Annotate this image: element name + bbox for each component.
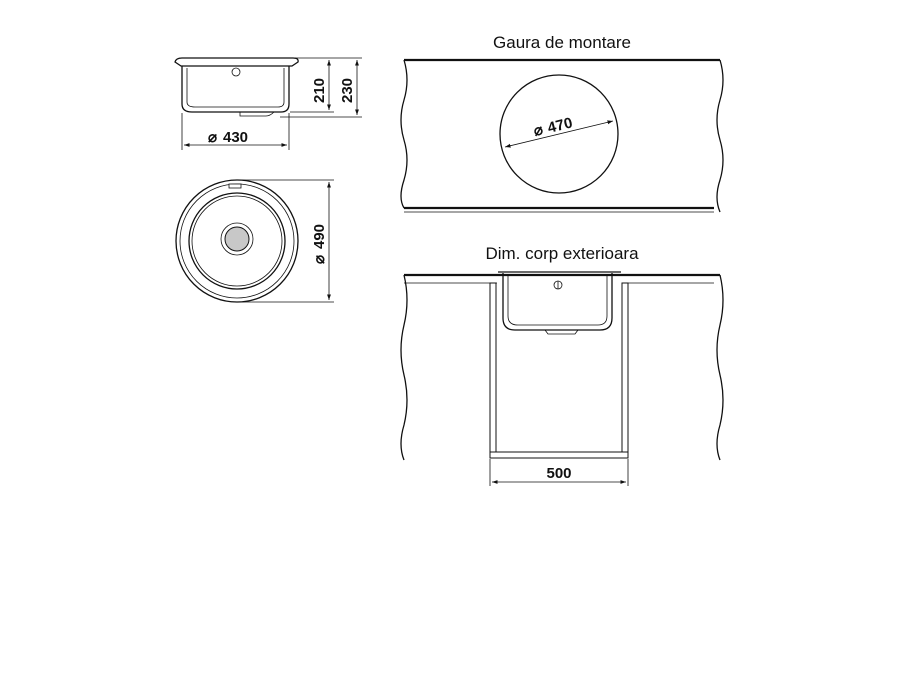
mounting-hole-diameter-label: 470 <box>546 114 574 137</box>
side-view-diameter-label: 430 <box>223 129 248 146</box>
top-view-diameter-label: 490 <box>311 224 328 249</box>
side-view-diameter-symbol: ⌀ <box>208 129 217 146</box>
mounting-hole-diameter-symbol: ⌀ <box>532 121 545 140</box>
cabinet-width-label: 500 <box>546 465 571 482</box>
side-view-total-height-label: 230 <box>339 78 356 103</box>
side-view-inner-height-label: 210 <box>311 78 328 103</box>
cabinet-title: Dim. corp exterioara <box>485 244 639 263</box>
sink-side-view: ⌀ 430 210 230 <box>174 57 362 150</box>
mounting-hole-view: Gaura de montare ⌀ 470 <box>400 33 724 213</box>
cabinet-view: Dim. corp exterioara 500 <box>400 244 724 486</box>
mounting-hole-title: Gaura de montare <box>493 33 631 52</box>
sink-top-view: ⌀ 490 <box>175 179 334 303</box>
top-view-diameter-symbol: ⌀ <box>311 255 328 264</box>
